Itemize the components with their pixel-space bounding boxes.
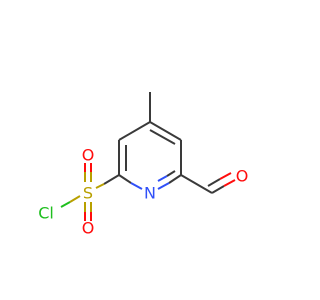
bonds xyxy=(60,92,236,221)
bond-n-c6-inner xyxy=(157,175,168,182)
atom-labels: N O S O O Cl xyxy=(38,146,248,238)
bond-n-c6-b xyxy=(168,174,182,184)
bond-n-c6 xyxy=(157,182,170,190)
bond-cho-o-2-color xyxy=(219,172,232,180)
background xyxy=(0,0,300,300)
bond-c2-n xyxy=(118,174,132,184)
atom-chlorine: Cl xyxy=(38,204,54,223)
molecule-structure: N O S O O Cl xyxy=(0,0,300,300)
atom-sulfur: S xyxy=(83,184,93,203)
bond-c6-cho xyxy=(180,174,213,194)
bond-c2-s-color xyxy=(95,183,105,189)
bond-c4-c3 xyxy=(118,121,151,141)
bond-c2-n-color xyxy=(130,182,143,190)
atom-oxygen-sulfonyl-bottom: O xyxy=(82,219,95,238)
bond-cho-o xyxy=(211,185,225,194)
atom-oxygen-sulfonyl-top: O xyxy=(82,146,95,165)
bond-s-cl-color xyxy=(60,201,71,208)
bond-cho-o-color xyxy=(223,179,236,187)
atom-nitrogen: N xyxy=(144,184,156,203)
atom-oxygen-aldehyde: O xyxy=(236,167,249,186)
bond-c4-c5-inner xyxy=(149,129,176,145)
bond-cho-o-2 xyxy=(207,178,221,187)
bond-c2-s xyxy=(103,174,120,185)
bond-c4-c5 xyxy=(149,121,182,141)
bond-n-c6-inner-b xyxy=(166,170,176,177)
bond-s-cl xyxy=(69,195,81,203)
